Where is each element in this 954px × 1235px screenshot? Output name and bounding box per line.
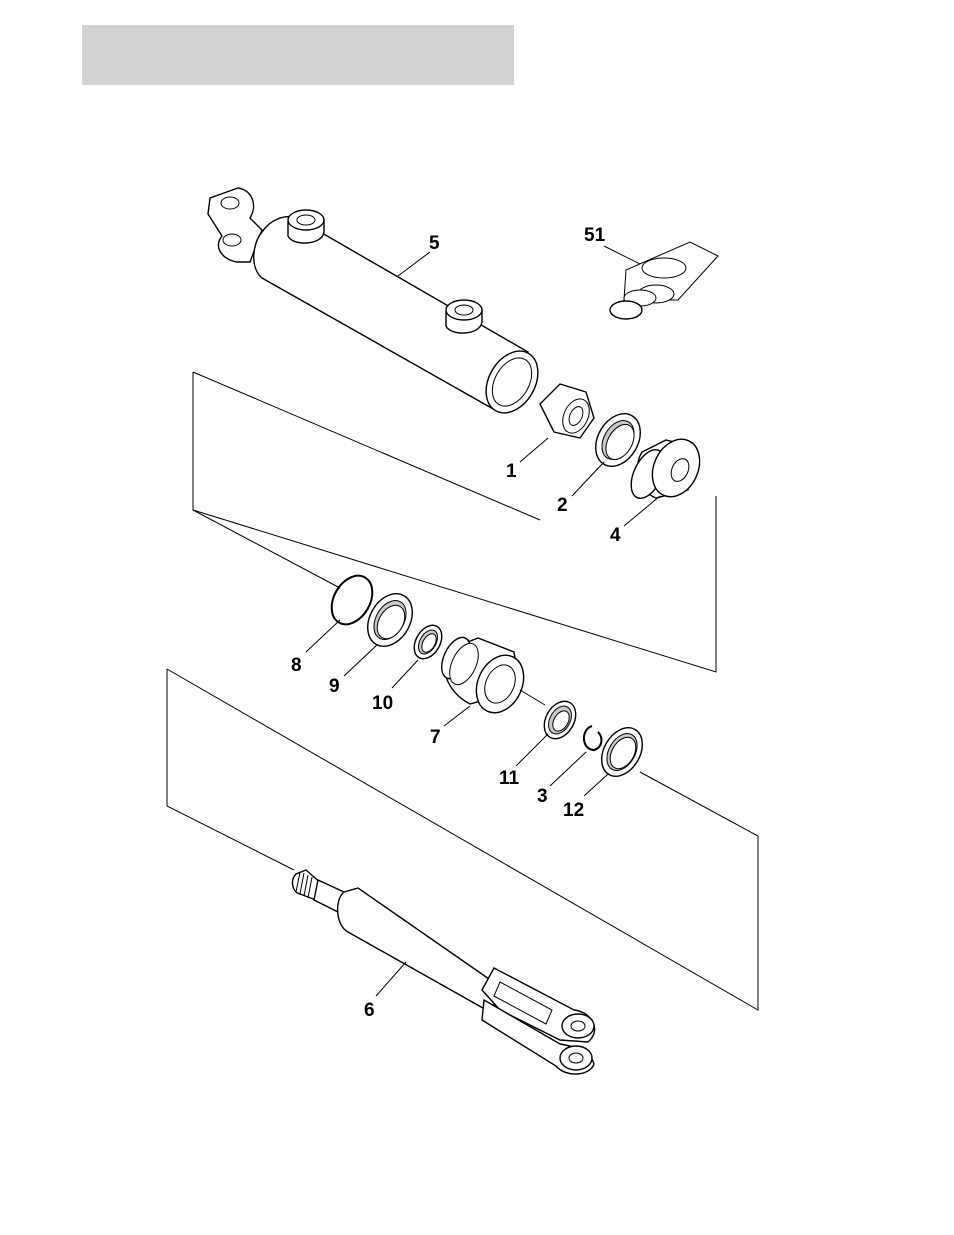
callout-1: 1 (506, 461, 517, 482)
callout-10: 10 (372, 693, 393, 714)
callout-6: 6 (364, 1000, 375, 1021)
cylinder-barrel (208, 188, 548, 422)
callout-3: 3 (537, 786, 548, 807)
callout-5: 5 (429, 233, 440, 254)
wiper-ring (359, 586, 422, 654)
callout-2: 2 (557, 495, 568, 516)
callout-4: 4 (610, 525, 621, 546)
nut (540, 384, 594, 438)
ring-12 (593, 720, 650, 783)
snap-ring (584, 726, 602, 750)
cylinder-head (436, 633, 533, 720)
upper-guide-box (193, 372, 716, 672)
rod-seal (409, 620, 448, 663)
piston-rod (293, 870, 595, 1074)
callout-11: 11 (499, 768, 520, 789)
callout-8: 8 (291, 655, 302, 676)
seal-kit (610, 242, 718, 319)
callout-7: 7 (430, 727, 441, 748)
callout-51: 51 (584, 225, 606, 246)
callout-12: 12 (563, 800, 584, 821)
callout-9: 9 (329, 676, 340, 697)
lower-guide-box (167, 669, 758, 1010)
